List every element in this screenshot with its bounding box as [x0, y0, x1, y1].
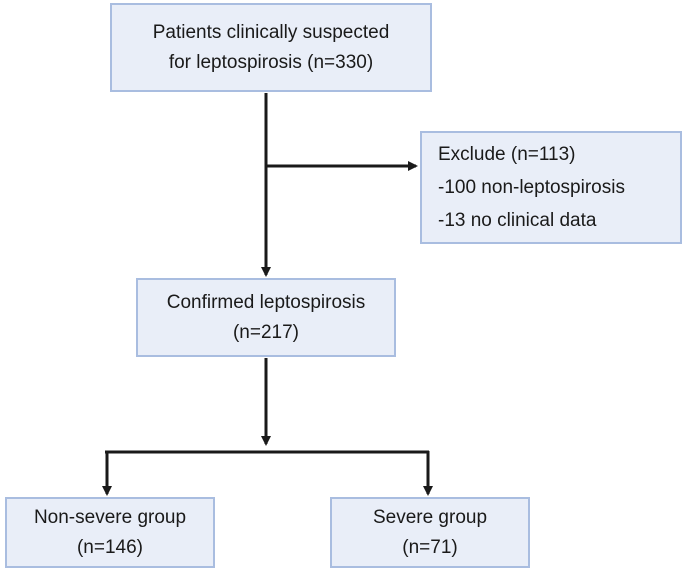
- non-severe-group-box: Non-severe group (n=146): [5, 497, 215, 568]
- suspected-patients-box: Patients clinically suspected for leptos…: [110, 3, 432, 92]
- exclude-item-non-leptospirosis: -100 non-leptospirosis: [438, 176, 625, 198]
- exclude-title: Exclude (n=113): [438, 143, 576, 165]
- confirmed-line1: Confirmed leptospirosis: [166, 292, 366, 314]
- confirmed-line2: (n=217): [232, 321, 300, 343]
- non-severe-line1: Non-severe group: [33, 507, 187, 529]
- suspected-patients-line2: for leptospirosis (n=330): [168, 51, 374, 73]
- suspected-patients-line1: Patients clinically suspected: [152, 22, 390, 44]
- exclude-box: Exclude (n=113) -100 non-leptospirosis -…: [420, 131, 682, 244]
- severe-group-box: Severe group (n=71): [330, 497, 530, 568]
- exclude-item-no-clinical-data: -13 no clinical data: [438, 210, 597, 232]
- severe-line2: (n=71): [402, 536, 458, 558]
- severe-line1: Severe group: [372, 507, 488, 529]
- confirmed-leptospirosis-box: Confirmed leptospirosis (n=217): [136, 278, 396, 357]
- non-severe-line2: (n=146): [76, 536, 144, 558]
